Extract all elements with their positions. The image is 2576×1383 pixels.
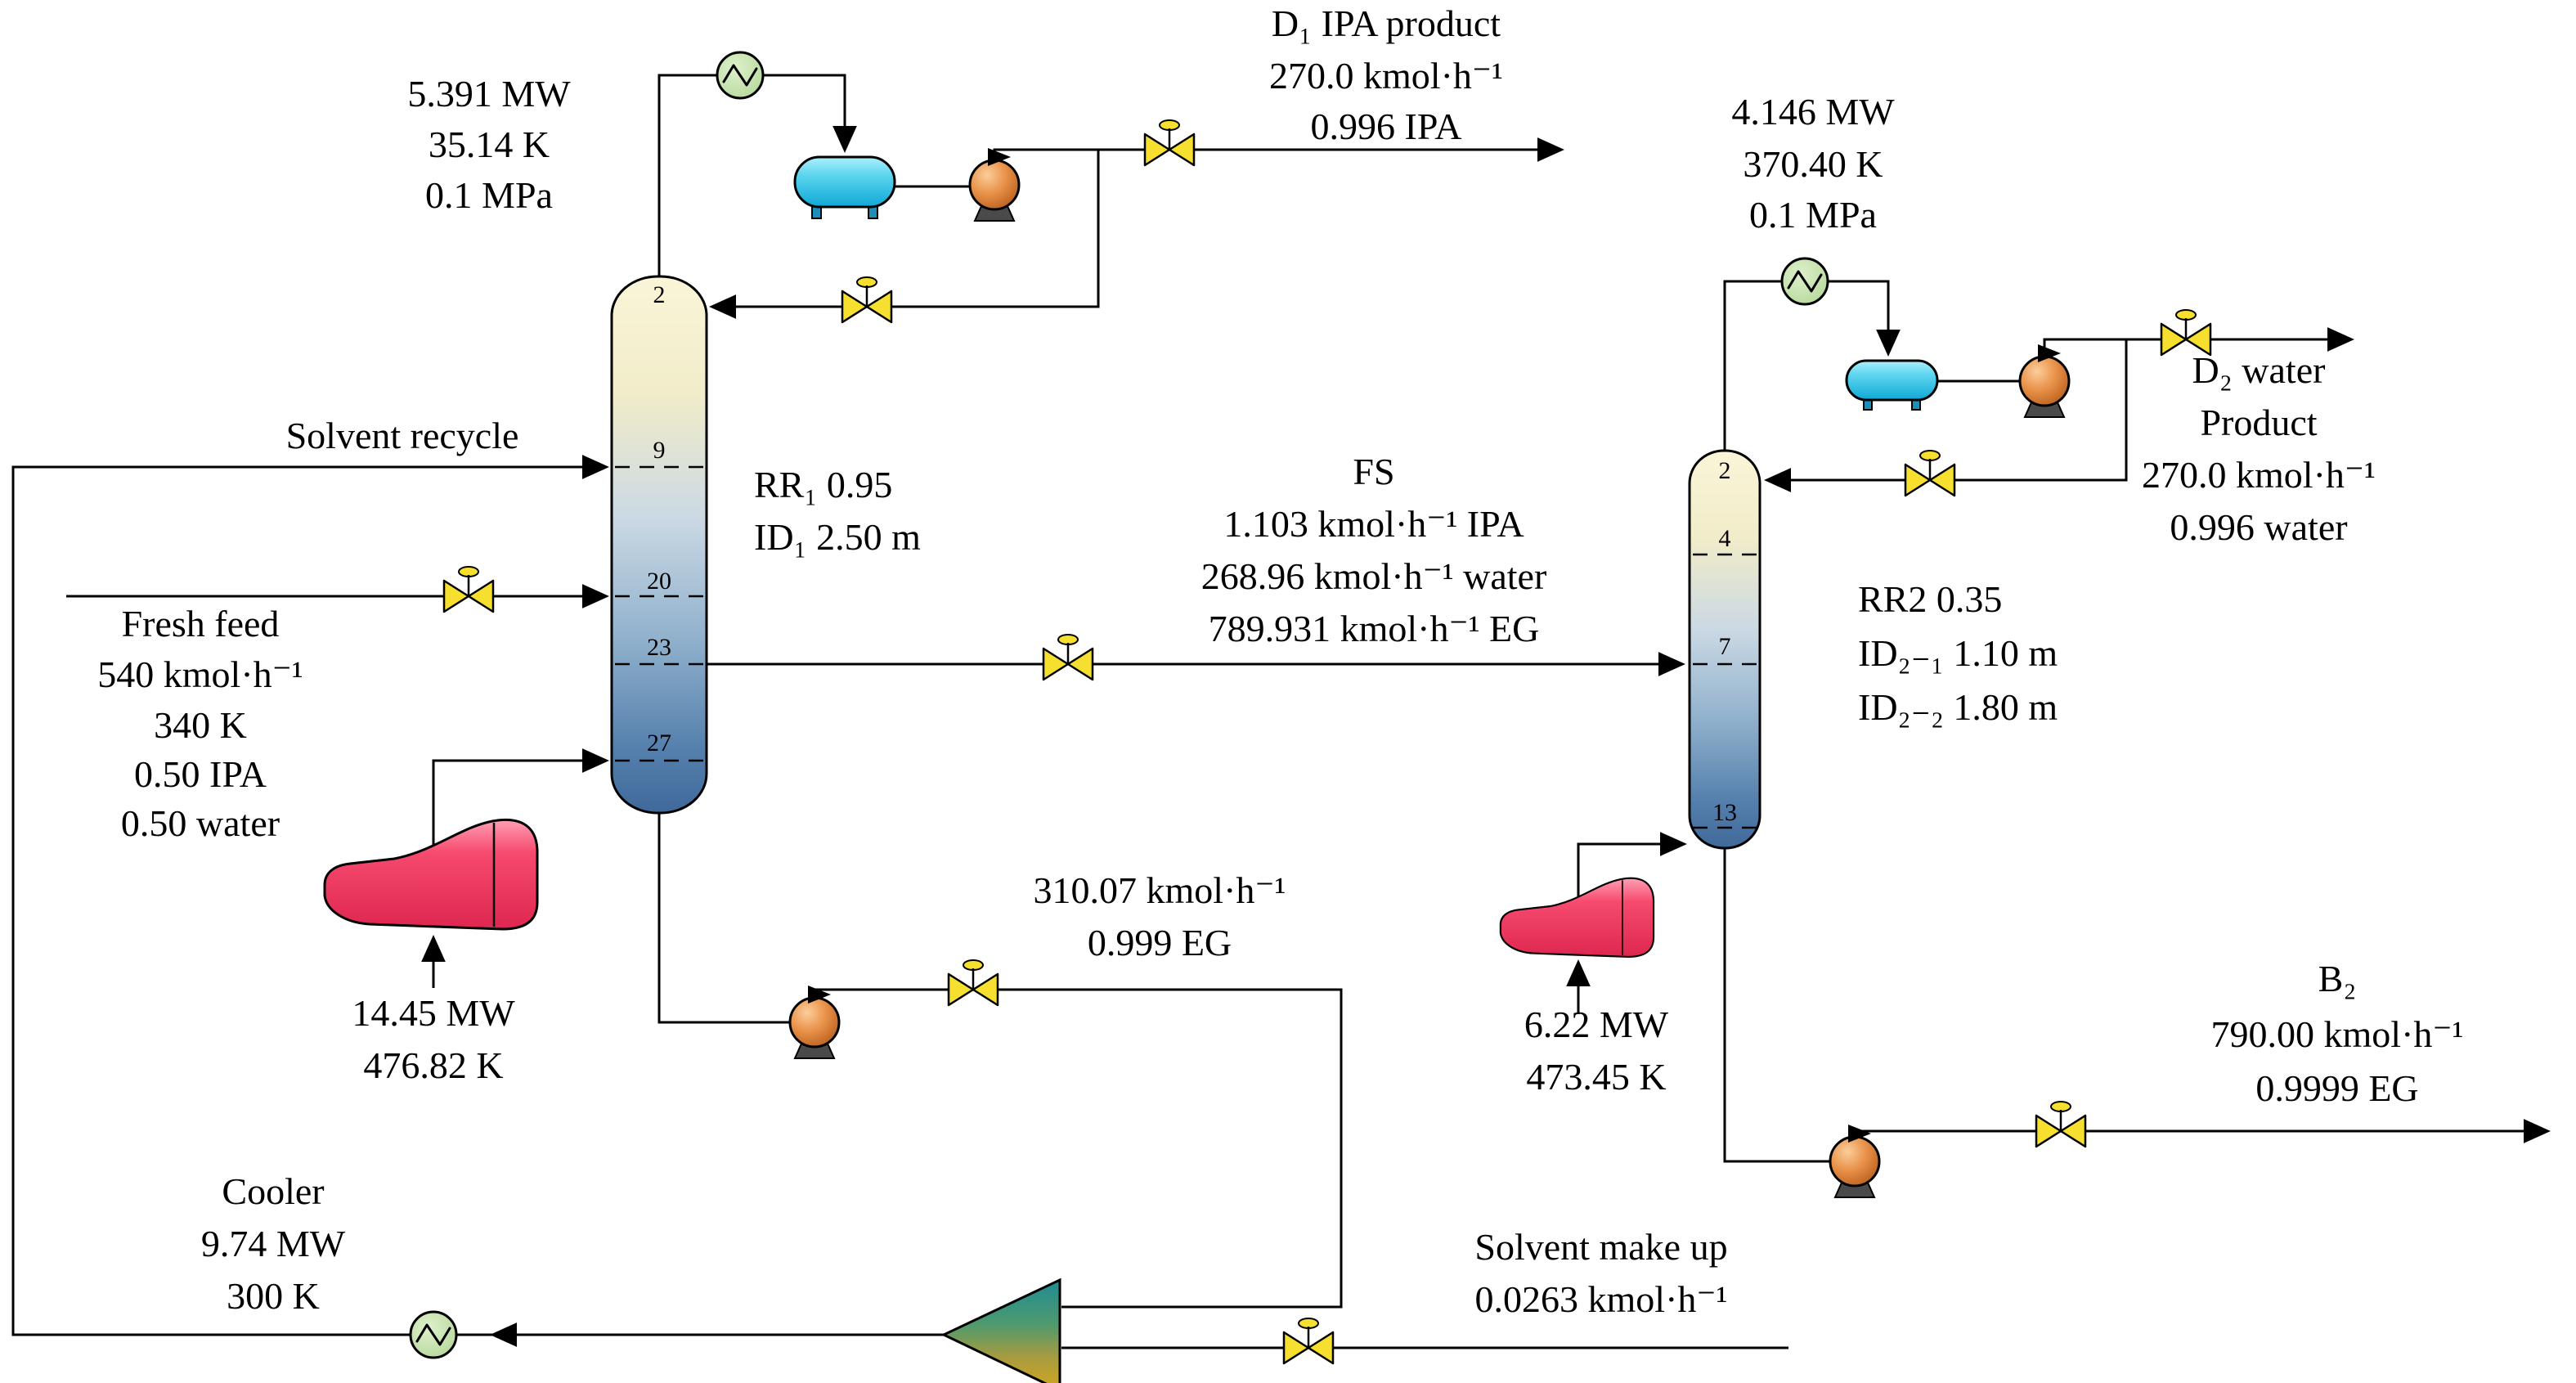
valve-fresh-feed bbox=[442, 565, 495, 613]
cooler-name: Cooler bbox=[222, 1170, 324, 1212]
valve-d2-product bbox=[2160, 308, 2212, 357]
reboiler1-duty: 14.45 MW bbox=[352, 992, 515, 1034]
column2-rr: RR2 0.35 bbox=[1858, 578, 2002, 620]
valve-d1-product bbox=[1143, 119, 1196, 167]
fs-ipa: 1.103 kmol·h⁻¹ IPA bbox=[1223, 503, 1524, 545]
line-reflux-2 bbox=[1764, 339, 2128, 492]
b1-flow: 310.07 kmol·h⁻¹ bbox=[1034, 869, 1286, 911]
b2-purity: 0.9999 EG bbox=[2255, 1067, 2418, 1109]
reflux-drum-2 bbox=[1845, 359, 1939, 411]
line-bottoms-2 bbox=[1723, 848, 1832, 1163]
line-bottoms-1 bbox=[657, 810, 792, 1024]
d2-product-flow: 270.0 kmol·h⁻¹ bbox=[2142, 454, 2376, 496]
column1-stage-9: 9 bbox=[653, 437, 666, 464]
d2-product-name2: Product bbox=[2200, 402, 2317, 443]
condenser-2-icon bbox=[1780, 257, 1829, 306]
line-reboiler2-return bbox=[1577, 832, 1687, 900]
reboiler-2-icon bbox=[1499, 877, 1655, 958]
valve-reflux-1 bbox=[841, 276, 893, 324]
column1-id: ID₁ 2.50 m bbox=[754, 516, 921, 558]
condenser1-duty: 5.391 MW bbox=[407, 73, 571, 115]
reboiler1-temp: 476.82 K bbox=[363, 1044, 503, 1086]
column-1: 2 9 20 23 27 bbox=[610, 275, 708, 815]
d1-product-flow: 270.0 kmol·h⁻¹ bbox=[1269, 55, 1503, 97]
makeup-flow: 0.0263 kmol·h⁻¹ bbox=[1475, 1278, 1728, 1320]
column2-stage-2: 2 bbox=[1719, 457, 1731, 484]
condenser2-pressure: 0.1 MPa bbox=[1749, 194, 1877, 236]
cooler-duty: 9.74 MW bbox=[201, 1223, 346, 1264]
condenser-1-icon bbox=[716, 51, 765, 100]
solvent-recycle-label: Solvent recycle bbox=[286, 415, 519, 456]
condenser1-temp: 35.14 K bbox=[429, 123, 550, 165]
fresh-feed-temp: 340 K bbox=[154, 704, 247, 746]
fs-name: FS bbox=[1353, 451, 1394, 492]
line-d1-product bbox=[993, 137, 1564, 162]
line-reboiler1-return bbox=[432, 748, 609, 846]
reboiler-1-icon bbox=[323, 818, 539, 931]
process-lines bbox=[11, 74, 2551, 1349]
line-reflux-1 bbox=[709, 150, 1100, 319]
column2-stage-4: 4 bbox=[1719, 525, 1731, 552]
bottoms-pump-2-icon bbox=[1829, 1123, 1881, 1199]
column1-stage-27: 27 bbox=[647, 730, 671, 757]
line-b2-product bbox=[1853, 1119, 2551, 1143]
labels: 5.391 MW 35.14 K 0.1 MPa D₁ IPA product … bbox=[97, 2, 2463, 1320]
column1-stage-20: 20 bbox=[647, 568, 671, 595]
column1-rr: RR₁ 0.95 bbox=[754, 464, 892, 505]
reboiler2-duty: 6.22 MW bbox=[1524, 1004, 1669, 1045]
valve-b1 bbox=[947, 959, 999, 1007]
d2-product-purity: 0.996 water bbox=[2170, 506, 2347, 548]
condenser2-temp: 370.40 K bbox=[1743, 143, 1883, 185]
column2-stage-13: 13 bbox=[1712, 799, 1737, 826]
valve-makeup bbox=[1282, 1317, 1335, 1365]
makeup-name: Solvent make up bbox=[1474, 1226, 1727, 1268]
mixer-icon bbox=[940, 1277, 1061, 1383]
reflux-drum-1 bbox=[793, 155, 896, 219]
fs-water: 268.96 kmol·h⁻¹ water bbox=[1201, 555, 1547, 597]
fresh-feed-flow: 540 kmol·h⁻¹ bbox=[97, 653, 303, 695]
reflux-pump-2-icon bbox=[2018, 343, 2071, 419]
d1-product-name: D₁ IPA product bbox=[1272, 2, 1501, 44]
cooler-icon bbox=[409, 1310, 458, 1359]
valve-fs bbox=[1042, 633, 1094, 681]
reboiler2-temp: 473.45 K bbox=[1526, 1056, 1666, 1098]
column1-stage-2: 2 bbox=[653, 281, 666, 308]
column-2: 2 4 7 13 bbox=[1688, 449, 1761, 850]
valve-reflux-2 bbox=[1904, 449, 1956, 497]
cooler-temp: 300 K bbox=[227, 1275, 320, 1317]
bottoms-pump-1-icon bbox=[788, 984, 841, 1060]
reflux-pump-1-icon bbox=[968, 146, 1021, 222]
line-solvent-recycle bbox=[11, 455, 609, 1336]
b2-name: B₂ bbox=[2318, 958, 2357, 999]
column1-stage-23: 23 bbox=[647, 634, 671, 661]
condenser1-pressure: 0.1 MPa bbox=[425, 174, 553, 216]
line-b1-to-mixer bbox=[813, 988, 1343, 1309]
fresh-feed-name: Fresh feed bbox=[122, 603, 280, 644]
fs-eg: 789.931 kmol·h⁻¹ EG bbox=[1209, 608, 1540, 649]
column2-id2: ID₂₋₂ 1.80 m bbox=[1858, 686, 2058, 728]
b1-purity: 0.999 EG bbox=[1088, 922, 1232, 963]
valve-b2 bbox=[2035, 1100, 2087, 1148]
d2-product-name1: D₂ water bbox=[2192, 349, 2326, 391]
fresh-feed-water: 0.50 water bbox=[121, 802, 280, 844]
column2-stage-7: 7 bbox=[1719, 633, 1731, 660]
column2-id1: ID₂₋₁ 1.10 m bbox=[1858, 632, 2058, 674]
b2-flow: 790.00 kmol·h⁻¹ bbox=[2211, 1013, 2464, 1055]
fresh-feed-ipa: 0.50 IPA bbox=[134, 753, 267, 795]
condenser2-duty: 4.146 MW bbox=[1731, 91, 1895, 132]
d1-product-purity: 0.996 IPA bbox=[1311, 106, 1462, 147]
